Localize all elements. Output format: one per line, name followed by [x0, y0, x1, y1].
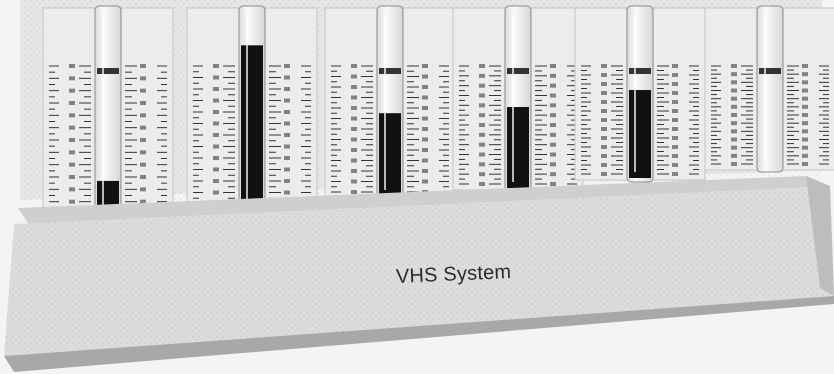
- scale-ticks: [331, 64, 449, 194]
- scale-ticks: [711, 64, 829, 166]
- blood-column: [379, 113, 401, 196]
- rack-base-right-side: [806, 176, 834, 296]
- blood-column: [507, 107, 529, 188]
- tube-glass: [756, 5, 784, 173]
- tube-band: [507, 68, 529, 74]
- blood-column: [241, 45, 263, 208]
- scale-ticks: [581, 64, 699, 176]
- scale-ticks: [193, 64, 311, 206]
- tube-band: [97, 68, 119, 74]
- tube-group: [94, 5, 784, 223]
- tube-band: [629, 68, 651, 74]
- blood-column: [629, 90, 651, 178]
- tube-band: [379, 68, 401, 74]
- rack-base-bottom-edge: [4, 296, 834, 372]
- rack-base-top: [18, 176, 830, 226]
- scale-ticks: [459, 64, 577, 186]
- tube-band: [759, 68, 781, 74]
